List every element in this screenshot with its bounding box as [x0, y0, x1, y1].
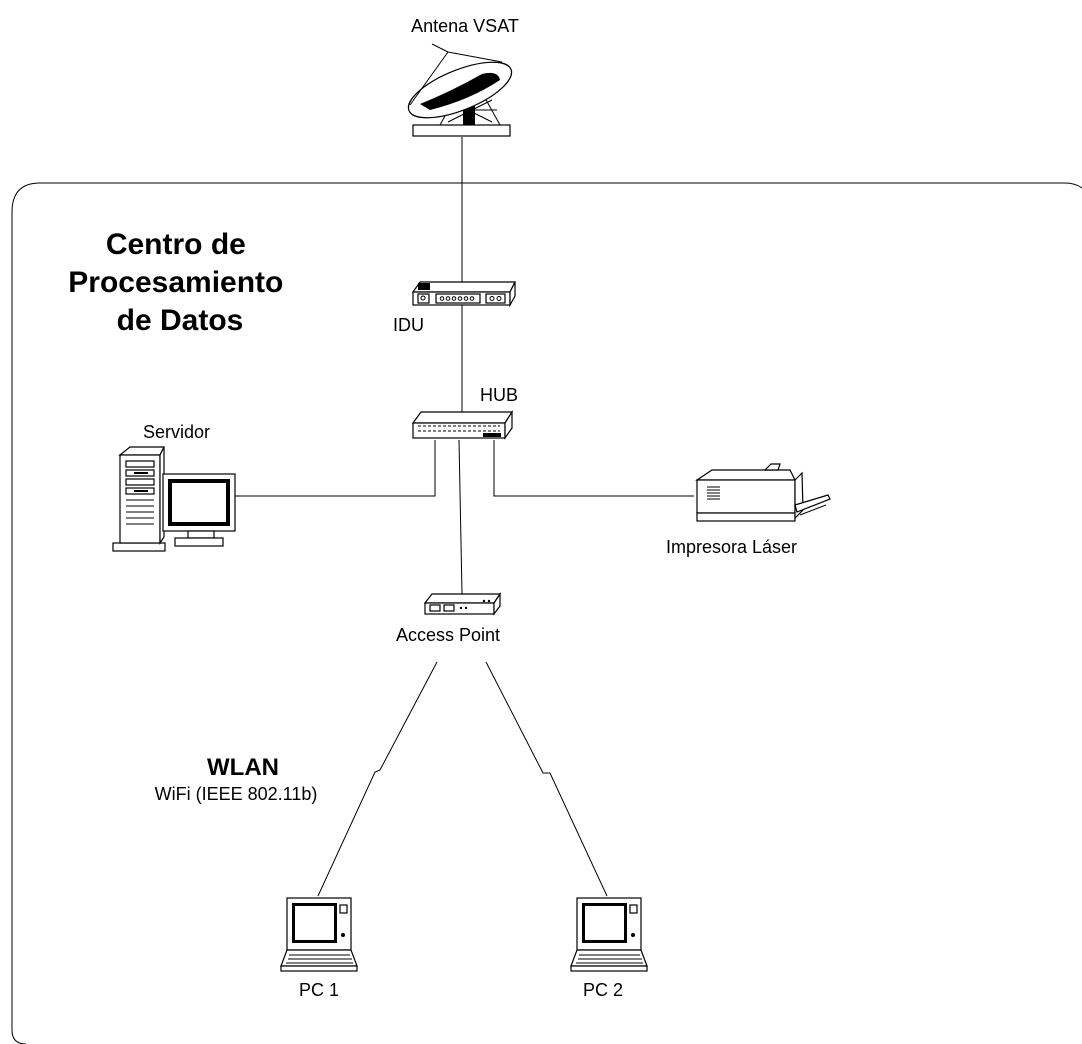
- access-point-icon: [423, 592, 502, 616]
- wlan-title: WLAN: [207, 754, 279, 781]
- data-center-boundary: [11, 182, 1082, 1044]
- pc2-label: PC 2: [583, 980, 623, 1000]
- region-title: Centro de Procesamiento de Datos: [68, 228, 291, 337]
- access-point-label: Access Point: [396, 625, 500, 645]
- server-label: Servidor: [143, 422, 210, 442]
- links: [235, 137, 694, 897]
- pc1-node: PC 1: [280, 897, 358, 1000]
- pc1-label: PC 1: [299, 980, 339, 1000]
- printer-node: Impresora Láser: [666, 463, 831, 557]
- pc2-node: PC 2: [570, 897, 648, 1000]
- modem-icon: [411, 281, 516, 308]
- hub-icon: [411, 409, 514, 440]
- wlan-label-group: WLAN WiFi (IEEE 802.11b): [155, 754, 318, 804]
- idu-label: IDU: [393, 315, 424, 335]
- laser-printer-icon: [695, 463, 831, 522]
- hub-node: HUB: [411, 385, 518, 440]
- link-hub-printer: [493, 440, 694, 497]
- monitor-icon: [162, 473, 236, 547]
- laptop-icon: [280, 897, 358, 972]
- link-hub-server: [235, 440, 436, 497]
- satellite-dish-icon: [407, 43, 513, 137]
- printer-label: Impresora Láser: [666, 537, 797, 557]
- antenna-label: Antena VSAT: [411, 16, 519, 36]
- vsat-antenna: Antena VSAT: [407, 16, 519, 137]
- region-title-line-1: Centro de: [106, 228, 246, 261]
- wireless-link-pc2: [485, 661, 608, 897]
- hub-label: HUB: [480, 385, 518, 405]
- laptop-icon: [570, 897, 648, 972]
- server-tower-icon: [112, 446, 166, 552]
- access-point-node: Access Point: [396, 592, 502, 645]
- region-title-line-3: de Datos: [117, 304, 244, 337]
- server-node: Servidor: [112, 422, 236, 552]
- region-title-line-2: Procesamiento: [68, 266, 283, 299]
- idu-node: IDU: [393, 281, 516, 335]
- wlan-subtitle: WiFi (IEEE 802.11b): [155, 784, 318, 804]
- wireless-link-pc1: [317, 661, 438, 897]
- link-hub-access-point: [458, 439, 463, 595]
